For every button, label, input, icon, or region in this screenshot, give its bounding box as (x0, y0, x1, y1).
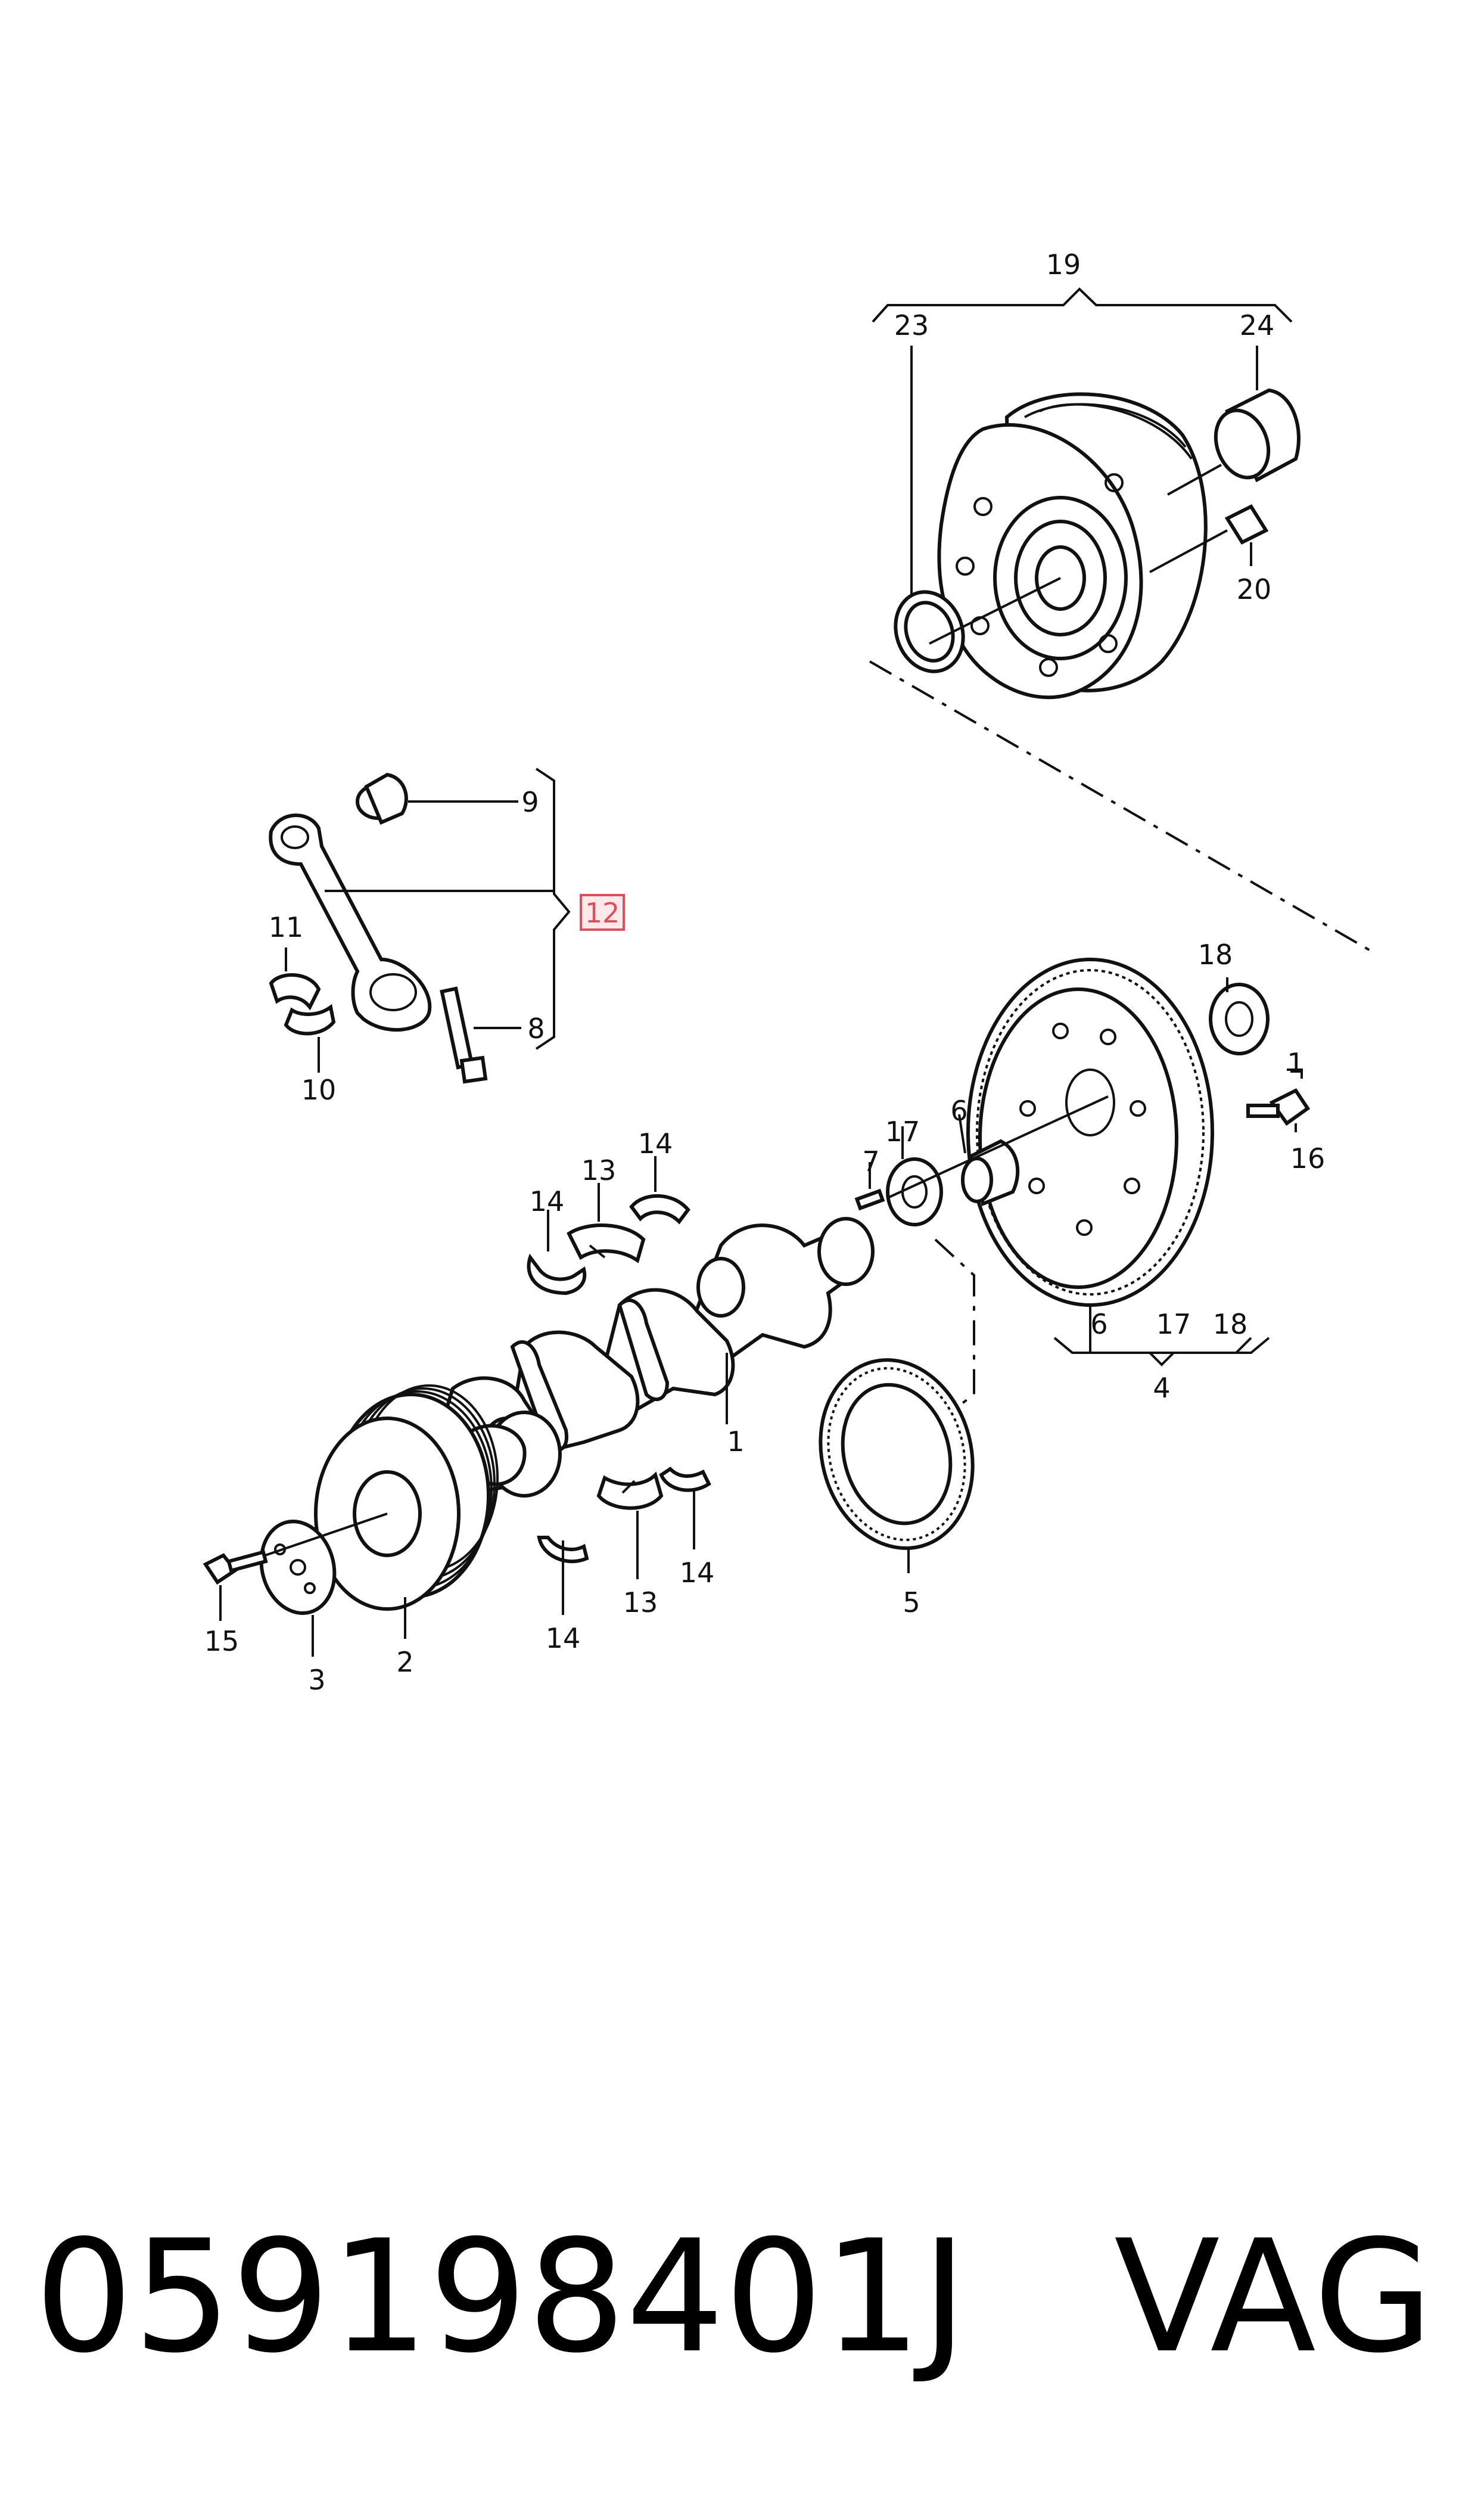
needle-bearing-part-6 (958, 1114, 1020, 1207)
callout-16: 16 (1290, 1142, 1326, 1175)
part-number: 059198401J (35, 2207, 967, 2387)
callout-9: 9 (521, 786, 539, 818)
callout-1-flywheel: 1 (1287, 1047, 1304, 1079)
plate-part-17 (886, 1126, 943, 1226)
callout-6: 6 (950, 1095, 967, 1127)
callout-18-group: 18 (1213, 1308, 1248, 1340)
highlight-box-12 (580, 894, 625, 931)
brand-name: VAG (1114, 2207, 1433, 2387)
callout-14-c: 14 (680, 1557, 715, 1589)
bearing-shell-part-10 (284, 1004, 336, 1073)
callout-14-d: 14 (546, 1622, 581, 1654)
callout-23: 23 (894, 309, 929, 341)
callout-12: 12 (585, 897, 620, 929)
callout-13-b: 13 (623, 1586, 658, 1619)
group-bracket-12 (535, 768, 571, 1050)
bearing-shell-part-11 (269, 948, 321, 1011)
callout-5: 5 (903, 1586, 920, 1619)
callout-8: 8 (527, 1012, 545, 1045)
callout-14-a: 14 (530, 1185, 565, 1217)
bolt-part-16 (1246, 1088, 1311, 1132)
callout-4: 4 (1153, 1372, 1170, 1404)
bearing-shell-part-13-top (567, 1183, 646, 1263)
callout-11: 11 (269, 911, 304, 943)
bolt-part-20 (1149, 504, 1269, 573)
callout-13-a: 13 (581, 1154, 617, 1186)
callout-20: 20 (1237, 573, 1272, 605)
callout-18: 18 (1198, 939, 1233, 971)
crankshaft-part-1 (425, 1217, 875, 1504)
callout-15: 15 (204, 1625, 239, 1657)
thrust-washer-part-14-bottom-left (537, 1536, 589, 1615)
seal-ring-part-23 (894, 346, 965, 673)
callout-17: 17 (885, 1116, 920, 1148)
flywheel-part-4 (966, 958, 1270, 1366)
callout-7: 7 (862, 1145, 879, 1178)
connecting-rod-part-12 (269, 813, 432, 1032)
callout-14-b: 14 (638, 1128, 673, 1160)
bearing-shell-part-13-bottom (596, 1471, 664, 1579)
callout-10: 10 (301, 1074, 337, 1106)
callout-6-group: 6 (1090, 1308, 1107, 1340)
thrust-washer-part-14-top-left (527, 1210, 587, 1296)
callout-24: 24 (1240, 309, 1275, 341)
callout-3: 3 (308, 1664, 325, 1696)
dowel-pin-part-7 (854, 1162, 885, 1211)
bolt-part-8 (440, 986, 521, 1084)
needle-bearing-part-24 (1167, 346, 1301, 496)
flywheel-assembly-part-19 (872, 287, 1293, 700)
thrust-washer-part-14-top-right (629, 1156, 690, 1225)
callout-19: 19 (1046, 249, 1081, 281)
callout-17-group: 17 (1156, 1308, 1191, 1340)
bolt-part-15 (203, 1549, 268, 1621)
bushing-part-9 (356, 772, 518, 825)
thrust-washer-part-14-bottom-right (659, 1467, 711, 1549)
sensor-wheel-part-5 (819, 1358, 975, 1573)
callout-2: 2 (396, 1646, 413, 1678)
shim-plate-part-18 (1209, 977, 1270, 1055)
callout-1-crankshaft: 1 (727, 1425, 744, 1458)
